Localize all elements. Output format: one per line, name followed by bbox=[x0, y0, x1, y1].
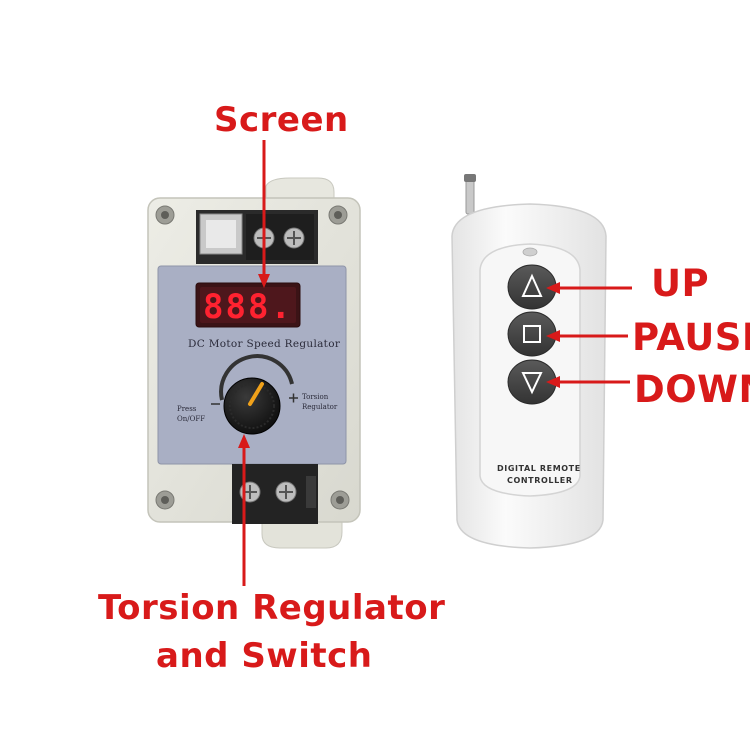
speed-scale-arc bbox=[219, 354, 294, 401]
pause-button[interactable] bbox=[507, 311, 557, 357]
up-callout: UP bbox=[651, 262, 710, 305]
motor-speed-regulator: 888. bbox=[147, 177, 361, 549]
antenna-icon bbox=[465, 177, 475, 215]
press-label: Press bbox=[177, 405, 197, 413]
switch-callout: and Switch bbox=[156, 636, 373, 676]
digital-remote-controller bbox=[451, 174, 607, 549]
pause-callout: PAUSE bbox=[632, 316, 750, 359]
torsion-regulator-knob[interactable] bbox=[223, 377, 281, 435]
torsion-regulator-callout: Torsion Regulator bbox=[98, 588, 446, 628]
down-callout: DOWN bbox=[634, 368, 750, 411]
knob-pointer-icon bbox=[248, 382, 264, 406]
regulator-title: DC Motor Speed Regulator bbox=[188, 338, 341, 350]
down-triangle-icon bbox=[521, 372, 543, 395]
regulator-label: Regulator bbox=[302, 403, 338, 411]
remote-brand-line2: CONTROLLER bbox=[507, 476, 573, 485]
pause-square-icon bbox=[523, 325, 541, 343]
status-led-icon bbox=[522, 247, 538, 257]
callout-arrows bbox=[238, 140, 632, 586]
on-off-label: On/OFF bbox=[177, 415, 206, 423]
up-triangle-icon bbox=[521, 273, 543, 297]
led-readout: 888. bbox=[203, 287, 293, 327]
torsion-label: Torsion bbox=[302, 393, 329, 401]
remote-brand-line1: DIGITAL REMOTE bbox=[497, 464, 581, 473]
screen-callout: Screen bbox=[214, 100, 349, 140]
